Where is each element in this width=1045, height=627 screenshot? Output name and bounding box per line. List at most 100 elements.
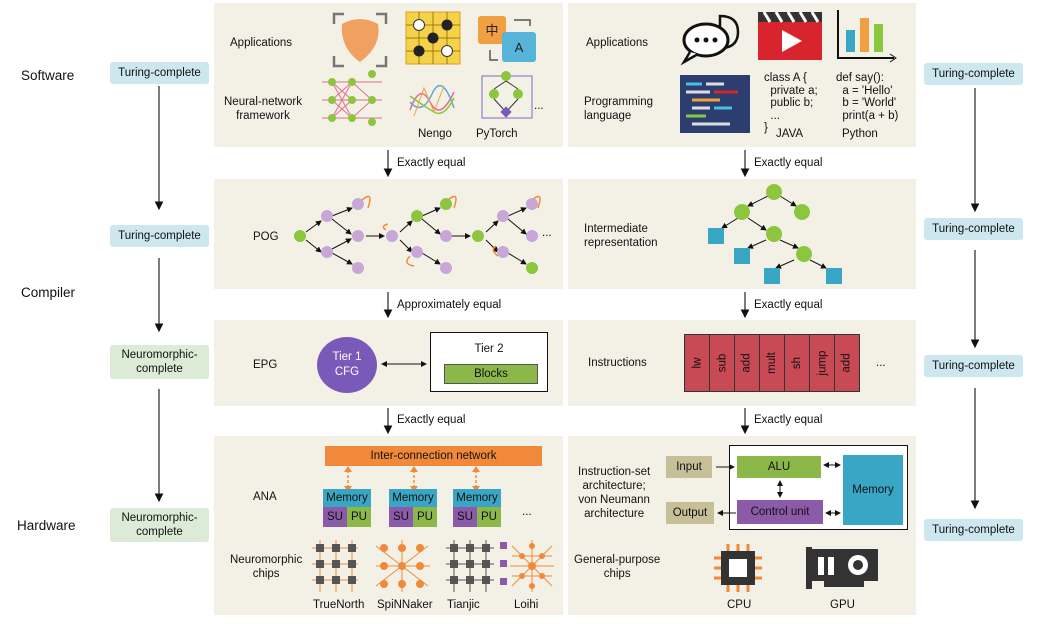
left-badge-hardware: Neuromorphic- complete [110,508,209,542]
ir-label: Intermediate representation [584,223,658,249]
right-badge-hardware: Turing-complete [924,519,1023,541]
right-applications-label: Applications [586,37,649,49]
epg-label: EPG [253,359,278,371]
core-su: SU [453,507,477,527]
nengo-plot-icon [409,84,455,117]
translation-icon: 中 A [478,16,536,62]
right-app-icons [680,10,897,66]
cpu-label: CPU [727,599,752,611]
core-memory: Memory [323,489,371,507]
prog-lang-label: Programming language [584,96,654,122]
spinnaker-chip-icon [375,540,430,592]
ana-core-3: Memory SU PU [453,489,501,527]
relation-right-1: Exactly equal [754,157,823,169]
right-badge-software: Turing-complete [924,63,1023,85]
interconnect-network: Inter-connection network [325,446,542,466]
ir-tree [708,184,842,284]
nn-framework-label: Neural-network framework [224,96,302,122]
go-board-icon [405,11,461,65]
code-editor-icon [680,75,750,133]
gp-chips-label: General-purpose chips [574,554,661,580]
pog-graph [294,195,541,274]
chip-label-truenorth: TrueNorth [313,599,365,611]
relation-right-2: Exactly equal [754,299,823,311]
bar-chart-icon [837,10,897,63]
memory-box: Memory [843,455,903,525]
java-code: class A { private a; public b; ... } [764,72,818,134]
core-memory: Memory [453,489,501,507]
relation-left-2: Approximately equal [397,299,502,311]
pytorch-graph-icon [481,71,533,119]
pog-label: POG [253,231,279,243]
right-badge-compiler-instr: Turing-complete [924,355,1023,377]
java-label: JAVA [776,128,804,140]
python-code: def say(): a = 'Hello' b = 'World' print… [836,72,899,122]
von-neumann-arrows [716,462,841,516]
translation-a-char: A [515,40,524,55]
instr-sub: sub [710,334,735,392]
core-su: SU [389,507,413,527]
instr-add-2: add [835,334,860,392]
video-icon [758,11,822,60]
relation-left-3: Exactly equal [397,414,466,426]
tianjic-chip-icon [446,540,494,592]
chip-label-loihi: Loihi [514,599,539,611]
instr-add: add [735,334,760,392]
instr-sh: sh [785,334,810,392]
relation-left-1: Exactly equal [397,157,466,169]
instructions-ellipsis: ... [876,357,886,369]
tier1-cfg-node: Tier 1 CFG [317,337,377,393]
left-applications-label: Applications [230,37,293,49]
output-box: Output [666,502,714,524]
instructions-label: Instructions [588,357,647,369]
neuro-chip-icons [312,540,554,592]
input-box: Input [666,456,712,478]
core-memory: Memory [389,489,437,507]
alu-box: ALU [737,456,821,478]
relation-right-3: Exactly equal [754,414,823,426]
blocks-box: Blocks [444,364,538,384]
ana-ellipsis: ... [522,506,532,518]
cpu-icon [714,544,762,592]
right-compiler-panel-ir [568,179,916,289]
gpu-icon [806,547,878,589]
pytorch-label: PyTorch [476,128,518,140]
instr-lw: lw [684,334,710,392]
control-unit-box: Control unit [737,500,823,524]
left-badge-software: Turing-complete [110,62,209,84]
loihi-chip-icon [500,540,554,592]
instr-mult: mult [760,334,785,392]
layer-label-hardware: Hardware [17,518,76,533]
neural-network-icon [322,70,382,126]
left-badge-compiler-pog: Turing-complete [110,225,209,247]
core-su: SU [323,507,347,527]
instruction-strip: lw sub add mult sh jump add [684,334,860,392]
python-label: Python [842,128,878,140]
isa-label: Instruction-set architecture; von Neuman… [578,466,651,520]
neuro-chips-label: Neuromorphic chips [230,554,303,580]
face-recognition-icon [332,12,388,68]
ana-label: ANA [253,491,277,503]
layer-label-software: Software [21,68,75,83]
truenorth-chip-icon [312,540,358,592]
tier2-box: Tier 2 Blocks [430,332,548,392]
core-pu: PU [477,507,501,527]
chip-label-tianjic: Tianjic [447,599,480,611]
tier2-label: Tier 2 [474,343,504,355]
left-app-icons: 中 A [332,11,536,68]
nn-framework-icons [322,70,533,126]
chip-label-spinnaker: SpiNNaker [377,599,433,611]
gpu-label: GPU [830,599,855,611]
left-software-ellipsis: ... [534,100,544,112]
chat-icon [680,14,740,66]
tier1-label: Tier 1 CFG [332,351,362,378]
tier-link-arrow [381,361,427,367]
layer-label-compiler: Compiler [21,285,76,300]
core-pu: PU [347,507,371,527]
core-pu: PU [413,507,437,527]
left-badge-compiler-epg: Neuromorphic- complete [110,345,209,379]
ana-core-2: Memory SU PU [389,489,437,527]
instr-jump: jump [810,334,835,392]
translation-zh-char: 中 [485,23,498,38]
